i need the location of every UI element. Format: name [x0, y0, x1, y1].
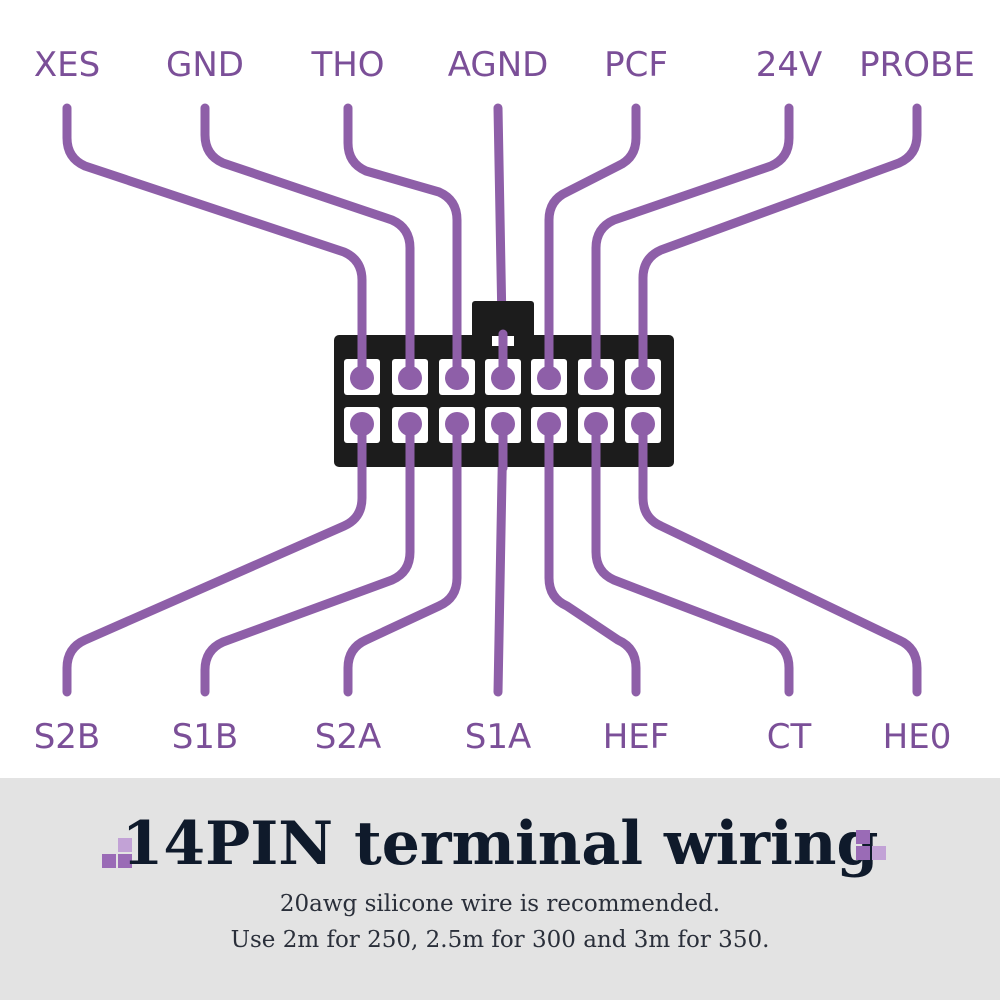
decor-squares-right: [856, 830, 900, 868]
wire-top-5: [544, 103, 641, 383]
wire-top-6: [591, 103, 794, 383]
top-pin-wire-group: [350, 329, 655, 390]
top-wire-group: [62, 103, 922, 383]
pin-label-top-3: THO: [310, 45, 384, 85]
wire-bottom-5: [544, 419, 641, 697]
pin-label-bottom-1: S2B: [34, 717, 101, 757]
wire-top-3: [343, 103, 462, 383]
pin-label-bottom-2: S1B: [172, 717, 239, 757]
wire-bottom-6: [591, 419, 794, 697]
decor-squares-left: [102, 830, 146, 868]
pin-label-top-6: 24V: [756, 45, 823, 85]
pin-label-top-1: XES: [34, 45, 100, 85]
pin-dot-bottom-7: [631, 412, 655, 436]
pin-label-bottom-7: HE0: [883, 717, 952, 757]
pin-dot-bottom-6: [584, 412, 608, 436]
wire-top-2: [200, 103, 415, 383]
pin-dot-top-7: [631, 366, 655, 390]
pin-label-bottom-5: HEF: [603, 717, 670, 757]
pin-dot-top-3: [445, 366, 469, 390]
pin-dot-bottom-4: [491, 412, 515, 436]
wire-bottom-2: [200, 419, 415, 697]
bottom-pin-wire-group: [350, 412, 655, 473]
pin-label-bottom-3: S2A: [315, 717, 381, 757]
footer-title: 14PIN terminal wiring: [121, 809, 879, 879]
pin-dot-top-4: [491, 366, 515, 390]
pin-label-top-2: GND: [166, 45, 244, 85]
pin-dot-bottom-1: [350, 412, 374, 436]
wire-bottom-3: [343, 419, 462, 697]
wire-bottom-1: [62, 419, 367, 697]
footer-panel: 14PIN terminal wiring 20awg silicone wir…: [0, 778, 1000, 1000]
footer-note-1: 20awg silicone wire is recommended.: [279, 891, 721, 917]
pin-label-top-4: AGND: [448, 45, 549, 85]
wire-top-1: [62, 103, 367, 383]
footer-note-2: Use 2m for 250, 2.5m for 300 and 3m for …: [230, 927, 770, 953]
pin-dot-top-6: [584, 366, 608, 390]
wire-bottom-7: [638, 419, 922, 697]
pin-label-bottom-6: CT: [767, 717, 812, 757]
pin-dot-bottom-2: [398, 412, 422, 436]
pin-label-bottom-4: S1A: [465, 717, 531, 757]
connector-latch: [472, 301, 534, 341]
pin-dot-bottom-5: [537, 412, 561, 436]
wiring-diagram: XES GND THO AGND PCF 24V PROBE S2B S1B S2A S1A HEF…: [34, 45, 975, 757]
pin-dot-top-5: [537, 366, 561, 390]
pin-label-top-7: PROBE: [859, 45, 975, 85]
top-label-group: XES GND THO AGND PCF 24V PROBE: [34, 45, 975, 85]
pin-label-top-5: PCF: [604, 45, 668, 85]
wire-top-7: [638, 103, 922, 383]
pin-dot-bottom-3: [445, 412, 469, 436]
pin-dot-top-2: [398, 366, 422, 390]
pin-dot-top-1: [350, 366, 374, 390]
bottom-label-group: S2B S1B S2A S1A HEF CT HE0: [34, 717, 952, 757]
